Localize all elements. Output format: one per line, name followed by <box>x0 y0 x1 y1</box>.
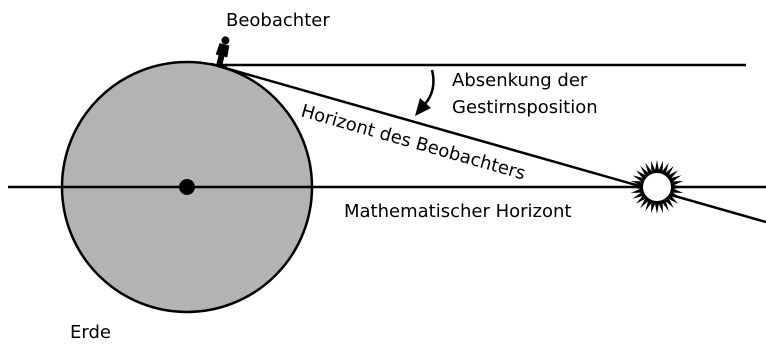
earth-center-point <box>179 179 195 195</box>
observer-label: Beobachter <box>226 10 330 31</box>
mathematical-horizon-label: Mathematischer Horizont <box>344 201 571 222</box>
depression-label-line2: Gestirnsposition <box>452 97 598 118</box>
depression-label-line1: Absenkung der <box>452 70 588 91</box>
depression-arrow <box>415 69 435 116</box>
earth-label: Erde <box>70 322 111 343</box>
sun-disc <box>641 171 673 203</box>
person-figure-icon <box>211 36 230 69</box>
sun-star-icon <box>630 160 684 214</box>
